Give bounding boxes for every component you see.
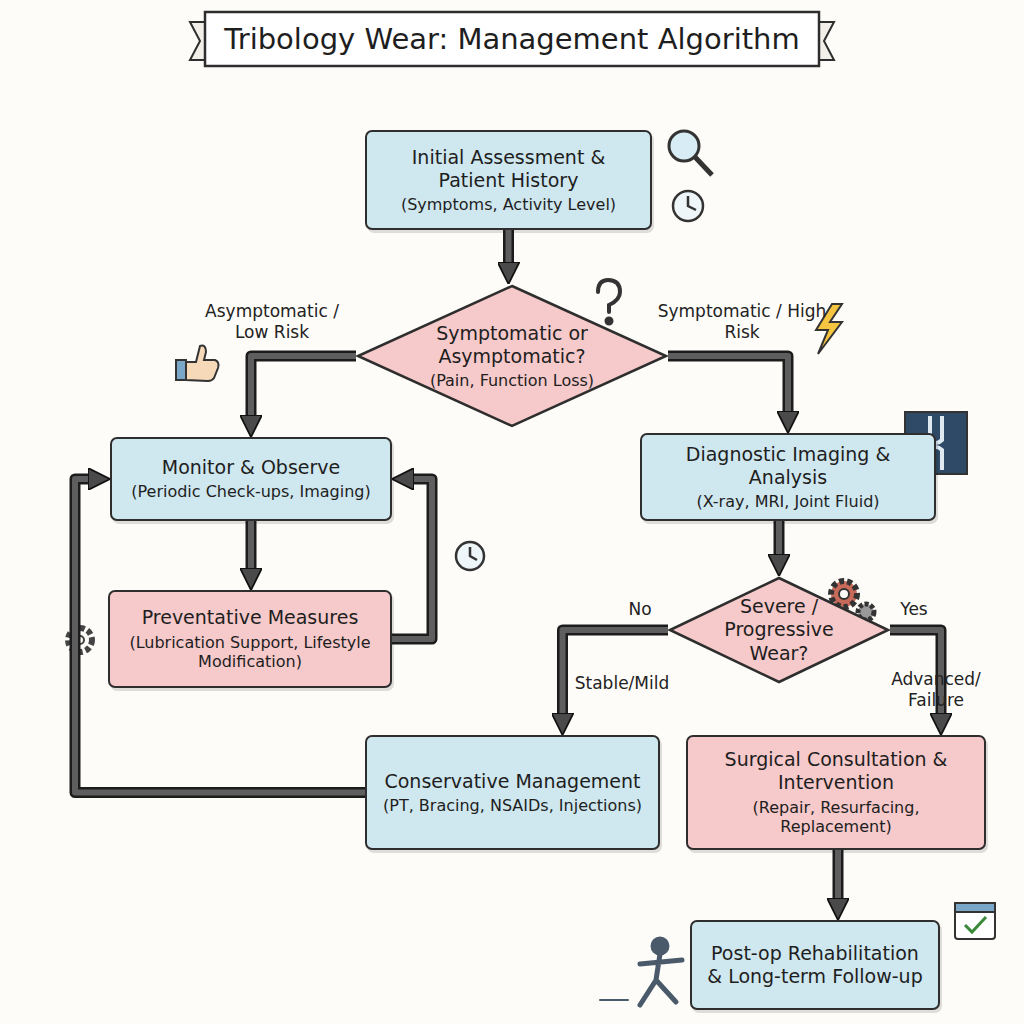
thumbs-up-icon (176, 346, 219, 381)
process-box: Initial Assessment & Patient History (Sym… (365, 130, 652, 230)
branch-note: Stable/Mild (557, 673, 687, 694)
flow-arrow (251, 521, 252, 572)
process-box: Preventative Measures (Lubrication Suppor… (108, 590, 392, 688)
decision-diamond: Severe / Progressive Wear? (668, 576, 890, 684)
gear-icon (68, 628, 92, 652)
arrow-outline (833, 850, 844, 902)
node-heading: Surgical Consultation & Intervention (700, 748, 972, 794)
runner-figure (600, 939, 682, 1005)
node-detail: (Repair, Resurfacing, Replacement) (700, 798, 972, 837)
calendar-icon (955, 903, 995, 939)
edge-label: Symptomatic / High Risk (657, 301, 827, 344)
title-banner (190, 12, 834, 66)
node-detail: (PT, Bracing, NSAIDs, Injections) (383, 796, 642, 816)
flow-arrow (668, 356, 788, 415)
edge-label: Yes (884, 599, 944, 620)
flow-arrow (251, 356, 356, 419)
node-detail: (Pain, Function Loss) (430, 371, 594, 391)
node-detail: (Symptoms, Activity Level) (401, 195, 616, 215)
node-heading: Diagnostic Imaging & Analysis (654, 443, 922, 489)
magnifier-icon (669, 131, 712, 175)
process-box: Conservative Management (PT, Bracing, NSA… (365, 735, 660, 850)
flow-arrow (508, 230, 509, 266)
node-heading: Initial Assessment & Patient History (379, 146, 638, 192)
edge-label: Asymptomatic / Low Risk (187, 301, 357, 344)
diagram-title: Tribology Wear: Management Algorithm (215, 17, 809, 61)
node-detail: (X-ray, MRI, Joint Fluid) (696, 492, 879, 512)
node-heading: Preventative Measures (142, 606, 359, 629)
arrow-outline (392, 479, 432, 639)
flow-arrow (75, 479, 365, 793)
arrow-outline (251, 356, 356, 419)
arrow-shaft (776, 521, 782, 558)
branch-note: Advanced/ Failure (866, 669, 1006, 712)
arrow-outline (774, 521, 785, 558)
arrow-outline (246, 521, 257, 572)
node-heading: Severe / Progressive Wear? (712, 595, 846, 665)
node-detail: (Lubrication Support, Lifestyle Modifica… (122, 633, 378, 672)
arrow-shaft (835, 850, 841, 902)
clock-icon (456, 542, 484, 570)
node-heading: Symptomatic or Asymptomatic? (418, 322, 606, 368)
arrow-outline (668, 356, 788, 415)
arrow-outline (75, 479, 365, 793)
flow-arrow (838, 850, 839, 902)
node-heading: Conservative Management (384, 770, 640, 793)
question-icon (598, 280, 620, 324)
arrow-shaft (506, 230, 512, 266)
arrow-shaft (251, 356, 356, 419)
arrow-shaft (392, 479, 432, 639)
process-box: Surgical Consultation & Intervention (Rep… (686, 735, 986, 850)
node-detail: (Periodic Check-ups, Imaging) (131, 482, 371, 502)
process-box: Post-op Rehabilitation & Long-term Follo… (690, 920, 940, 1010)
arrow-shaft (668, 356, 788, 415)
arrow-shaft (75, 479, 365, 793)
node-heading: Post-op Rehabilitation & Long-term Follo… (704, 942, 926, 988)
process-box: Monitor & Observe (Periodic Check-ups, Im… (110, 437, 392, 521)
process-box: Diagnostic Imaging & Analysis (X-ray, MRI… (640, 433, 936, 521)
edge-label: No (610, 599, 670, 620)
node-heading: Monitor & Observe (162, 456, 340, 479)
arrow-shaft (248, 521, 254, 572)
flow-arrow (779, 521, 780, 558)
decision-diamond: Symptomatic or Asymptomatic? (Pain, Funct… (356, 284, 668, 428)
flow-arrow (392, 479, 432, 639)
clock-icon (673, 191, 703, 221)
arrow-outline (503, 230, 514, 266)
